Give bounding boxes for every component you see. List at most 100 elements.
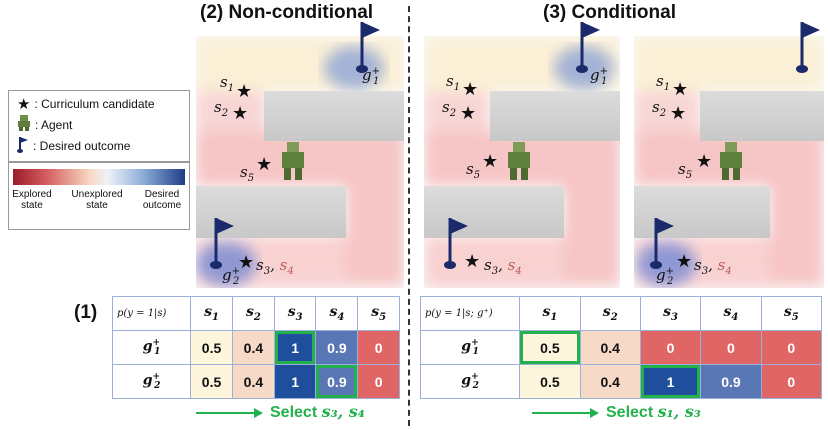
col-header-s4: s4 [700, 296, 762, 331]
label-g2: g+2 [656, 266, 674, 287]
arrow-line [532, 412, 592, 414]
col-header-s1: s1 [190, 296, 233, 331]
colorbar-explored: Explored state [12, 189, 52, 211]
star-icon: ★ [696, 151, 713, 171]
probability-table-conditional: p(y = 1|s; g⁺) s1 s2 s3 s4 s5 g+1 0.5 0.… [419, 296, 823, 399]
col-header-s3: s3 [273, 296, 317, 331]
cell: 0.4 [579, 330, 641, 365]
table-header-corner: p(y = 1|s; g⁺) [419, 296, 521, 331]
label-s2: s2 [214, 98, 229, 119]
col-header-s5: s5 [357, 296, 400, 331]
label-g1: g+1 [362, 66, 380, 87]
arrow-right-icon [254, 408, 263, 418]
cell: 0.9 [315, 330, 359, 365]
cell-selected: 0.5 [519, 330, 581, 365]
colorbar-gradient [13, 169, 185, 185]
cell: 0 [357, 330, 400, 365]
label-s3-s4: s3, s4 [694, 256, 732, 277]
star-icon: ★ [482, 151, 499, 171]
table-header-corner: p(y = 1|s) [111, 296, 192, 331]
legend-box: ★ : Curriculum candidate : Agent : Desir… [8, 90, 190, 162]
flag-icon [17, 135, 29, 156]
label-s5: s5 [466, 160, 481, 181]
legend-agent-label: : Agent [35, 117, 73, 132]
maze-conditional-g1 [424, 36, 620, 288]
star-icon: ★ [460, 103, 477, 123]
agent-icon [720, 142, 742, 180]
col-header-s2: s2 [231, 296, 275, 331]
cell: 0 [760, 330, 823, 365]
label-s5: s5 [678, 160, 693, 181]
selection-left: Select s₃, s₄ [270, 402, 365, 422]
arrow-line [196, 412, 256, 414]
label-g1: g+1 [590, 66, 608, 87]
agent-icon [508, 142, 530, 180]
cell: 0.9 [700, 364, 762, 399]
selection-left-vars: s₃, s₄ [321, 402, 365, 421]
star-icon: ★ [670, 103, 687, 123]
section-divider [408, 6, 410, 426]
cell: 0 [700, 330, 762, 365]
star-icon: ★ [17, 96, 31, 113]
col-header-s1: s1 [519, 296, 581, 331]
cell: 0.4 [231, 330, 275, 365]
maze-non-conditional [196, 36, 404, 288]
legend-curriculum: ★ : Curriculum candidate [17, 95, 155, 113]
title-non-conditional: (2) Non-conditional [200, 2, 374, 23]
flag-icon [356, 22, 380, 73]
row-header-g1: g+1 [419, 330, 521, 365]
cell: 0.5 [190, 364, 233, 399]
flag-icon [796, 22, 820, 73]
flag-icon [444, 218, 468, 269]
selection-right-prefix: Select [606, 404, 654, 421]
row-header-g1: g+1 [111, 330, 192, 365]
title-conditional: (3) Conditional [543, 2, 676, 23]
agent-icon [282, 142, 304, 180]
label-s2: s2 [442, 98, 457, 119]
col-header-s3: s3 [639, 296, 702, 331]
agent-icon [17, 115, 31, 134]
row-header-g2: g+2 [419, 364, 521, 399]
flag-icon [650, 218, 674, 269]
flag-icon [576, 22, 600, 73]
star-icon: ★ [676, 251, 693, 271]
label-s3-s4: s3, s4 [256, 256, 294, 277]
star-icon: ★ [462, 79, 479, 99]
cell: 0.4 [231, 364, 275, 399]
wall-top [264, 91, 404, 141]
selection-right-vars: s₁, s₃ [657, 402, 701, 421]
wall-bottom [424, 186, 564, 238]
wall-top [490, 91, 620, 141]
legend-curriculum-label: : Curriculum candidate [34, 97, 155, 111]
cell-selected: 1 [273, 330, 317, 365]
star-icon: ★ [672, 79, 689, 99]
star-icon: ★ [256, 154, 273, 174]
col-header-s4: s4 [315, 296, 359, 331]
colorbar-unexplored: Unexplored state [71, 189, 123, 211]
cell: 0 [639, 330, 702, 365]
colorbar-desired: Desired outcome [142, 189, 182, 211]
col-header-s5: s5 [760, 296, 823, 331]
cell: 0.5 [190, 330, 233, 365]
label-s5: s5 [240, 163, 255, 184]
probability-table-non-conditional: p(y = 1|s) s1 s2 s3 s4 s5 g+1 0.5 0.4 1 … [111, 296, 400, 399]
arrow-right-icon [590, 408, 599, 418]
row-header-g2: g+2 [111, 364, 192, 399]
label-s2: s2 [652, 98, 667, 119]
star-icon: ★ [232, 103, 249, 123]
star-icon: ★ [464, 251, 481, 271]
label-s1: s1 [220, 73, 235, 94]
wall-top [700, 91, 824, 141]
legend-desired: : Desired outcome [17, 135, 130, 156]
cell-selected: 1 [639, 364, 702, 399]
star-icon: ★ [236, 81, 253, 101]
cell-selected: 0.9 [315, 364, 359, 399]
cell: 0.4 [579, 364, 641, 399]
star-icon: ★ [238, 252, 255, 272]
cell: 0 [760, 364, 823, 399]
cell: 0 [357, 364, 400, 399]
legend-agent: : Agent [17, 115, 72, 134]
legend-desired-label: : Desired outcome [33, 138, 131, 153]
selection-right: Select s₁, s₃ [606, 402, 701, 422]
table-section-label: (1) [74, 302, 98, 323]
